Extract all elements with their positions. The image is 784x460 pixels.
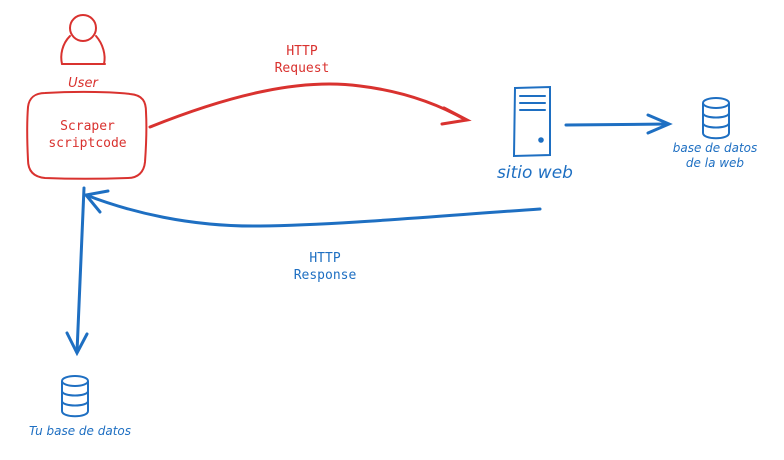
http-request-label: HTTP Request	[274, 44, 330, 76]
scraper-to-db-arrow	[65, 186, 89, 357]
user-label: User	[68, 76, 98, 91]
your-db-label: Tu base de datos	[28, 424, 132, 438]
web-database-icon	[702, 97, 730, 140]
http-response-label: HTTP Response	[293, 251, 357, 283]
http-request-arrow	[148, 82, 472, 129]
website-label: sitio web	[497, 163, 573, 183]
server-icon	[512, 85, 551, 158]
http-response-arrow	[83, 189, 542, 228]
your-database-icon	[61, 375, 89, 418]
server-to-db-arrow	[564, 113, 673, 135]
web-db-label: base de datos de la web	[672, 141, 758, 170]
scraper-label: Scraper scriptcode	[48, 119, 127, 151]
scraper-box	[26, 90, 148, 180]
user-icon	[60, 14, 106, 65]
